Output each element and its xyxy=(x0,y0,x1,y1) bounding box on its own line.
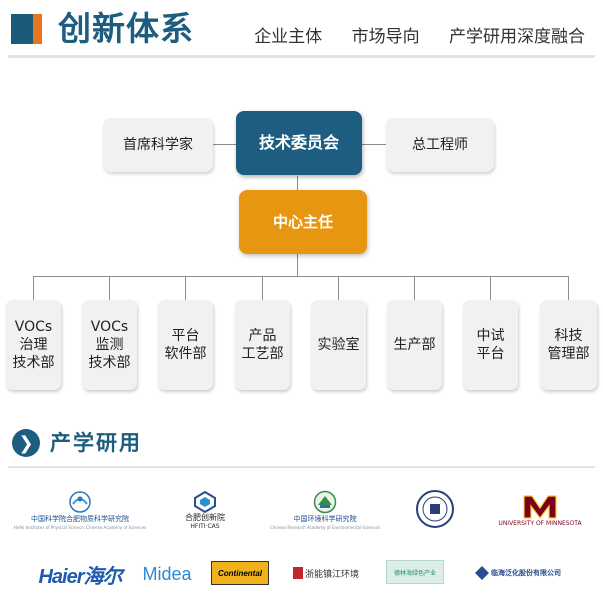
logo-continental: Continental xyxy=(211,561,269,585)
logo-text: Midea xyxy=(142,563,192,584)
node-chief-engineer: 总工程师 xyxy=(386,118,494,172)
cas-emblem-icon xyxy=(69,490,91,513)
logo-zheneng: 浙能镇江环境 xyxy=(290,561,362,585)
logo-linhai-chem: 临海泛化股份有限公司 xyxy=(466,560,570,586)
tag-3: 产学研用深度融合 xyxy=(449,27,585,47)
node-dept-vocs-monitoring: VOCs 监测 技术部 xyxy=(82,300,137,390)
zheneng-mark-icon xyxy=(292,567,303,579)
logo-caption: 中国科学院合肥物质科学研究院 xyxy=(31,514,129,523)
node-dept-product-process: 产品 工艺部 xyxy=(235,300,290,390)
connector-dept-3 xyxy=(185,276,186,300)
section-divider xyxy=(8,466,595,468)
node-dept-tech-management: 科技 管理部 xyxy=(540,300,597,390)
logo-delinhai: 德林海绿色产业 xyxy=(386,560,444,584)
dept-label-line: 监测 xyxy=(95,337,124,353)
chevron-right-icon: ❯ xyxy=(12,429,40,457)
dept-label-line: 平台 xyxy=(476,346,505,362)
node-dept-platform-software: 平台 软件部 xyxy=(158,300,213,390)
header-accent-blue xyxy=(11,14,35,44)
logo-caption: 合肥创新院 xyxy=(185,512,225,522)
page-title: 创新体系 xyxy=(58,9,194,48)
logo-text: 临海泛化股份有限公司 xyxy=(491,569,561,577)
logo-craes: 中国环境科学研究院 Chinese Research Academy of En… xyxy=(270,486,380,534)
logo-subcaption: Hefei Institutes of Physical Science, Ch… xyxy=(13,524,147,530)
dept-label-line: 科技 xyxy=(554,328,583,344)
dept-label-line: 技术部 xyxy=(12,355,55,371)
header-divider xyxy=(8,55,595,58)
minnesota-m-icon xyxy=(523,494,557,519)
connector-director-down xyxy=(297,254,298,276)
page-header: 创新体系 企业主体 市场导向 产学研用深度融合 xyxy=(0,0,603,60)
dept-label-line: 产品 xyxy=(248,328,277,344)
logo-haier: Haier海尔 xyxy=(34,560,126,588)
logo-univ-minnesota: UNIVERSITY OF MINNESOTA xyxy=(498,486,582,534)
connector-dept-5 xyxy=(338,276,339,300)
logo-text: 浙能镇江环境 xyxy=(304,569,359,580)
node-dept-vocs-treatment: VOCs 治理 技术部 xyxy=(6,300,61,390)
node-chief-scientist: 首席科学家 xyxy=(103,118,213,172)
dept-label-line: 中试 xyxy=(476,328,505,344)
section-title: 产学研用 xyxy=(50,431,142,455)
dept-label-line: 生产部 xyxy=(393,337,436,353)
logo-subcaption: Chinese Research Academy of Environmenta… xyxy=(270,524,380,530)
craes-emblem-icon xyxy=(313,490,337,513)
header-accent-orange xyxy=(33,14,42,44)
connector-to-director xyxy=(297,176,298,192)
logo-subcaption: HFITI·CAS xyxy=(190,522,220,530)
node-center-director: 中心主任 xyxy=(239,190,367,254)
logo-hfiti: 合肥创新院 HFITI·CAS xyxy=(175,486,235,534)
dept-label-line: 管理部 xyxy=(547,346,590,362)
logo-university-seal xyxy=(410,484,460,534)
connector-dept-6 xyxy=(414,276,415,300)
logo-subcaption: UNIVERSITY OF MINNESOTA xyxy=(498,519,582,527)
connector-dept-2 xyxy=(109,276,110,300)
logo-text: 德林海绿色产业 xyxy=(393,569,436,577)
dept-label-line: 技术部 xyxy=(88,355,131,371)
logo-midea: Midea xyxy=(136,560,198,588)
node-dept-pilot-platform: 中试 平台 xyxy=(463,300,518,390)
connector-dept-1 xyxy=(33,276,34,300)
dept-label-line: 实验室 xyxy=(317,337,360,353)
connector-dept-8 xyxy=(568,276,569,300)
tag-1: 企业主体 xyxy=(254,27,323,47)
dept-label-line: 工艺部 xyxy=(241,346,284,362)
node-dept-production: 生产部 xyxy=(387,300,442,390)
dept-label-line: 软件部 xyxy=(164,346,207,362)
hfiti-emblem-icon xyxy=(194,490,216,513)
node-dept-laboratory: 实验室 xyxy=(311,300,366,390)
linhai-mark-icon xyxy=(475,566,489,580)
node-tech-committee: 技术委员会 xyxy=(236,111,362,175)
logo-text: Haier海尔 xyxy=(38,565,122,588)
connector-departments-bus xyxy=(33,276,569,277)
university-seal-icon xyxy=(416,490,454,528)
connector-dept-7 xyxy=(490,276,491,300)
logo-text: Continental xyxy=(218,568,262,578)
connector-dept-4 xyxy=(262,276,263,300)
tag-2: 市场导向 xyxy=(351,27,420,47)
dept-label-line: VOCs xyxy=(90,319,129,335)
logo-caption: 中国环境科学研究院 xyxy=(293,514,357,523)
logo-cas-hefei: 中国科学院合肥物质科学研究院 Hefei Institutes of Physi… xyxy=(14,486,146,534)
dept-label-line: VOCs xyxy=(14,319,53,335)
org-chart: 首席科学家 技术委员会 总工程师 中心主任 VOCs 治理 技术部 VOCs 监… xyxy=(0,60,603,400)
dept-label-line: 平台 xyxy=(171,328,200,344)
header-tagline: 企业主体 市场导向 产学研用深度融合 xyxy=(238,26,585,48)
dept-label-line: 治理 xyxy=(19,337,48,353)
